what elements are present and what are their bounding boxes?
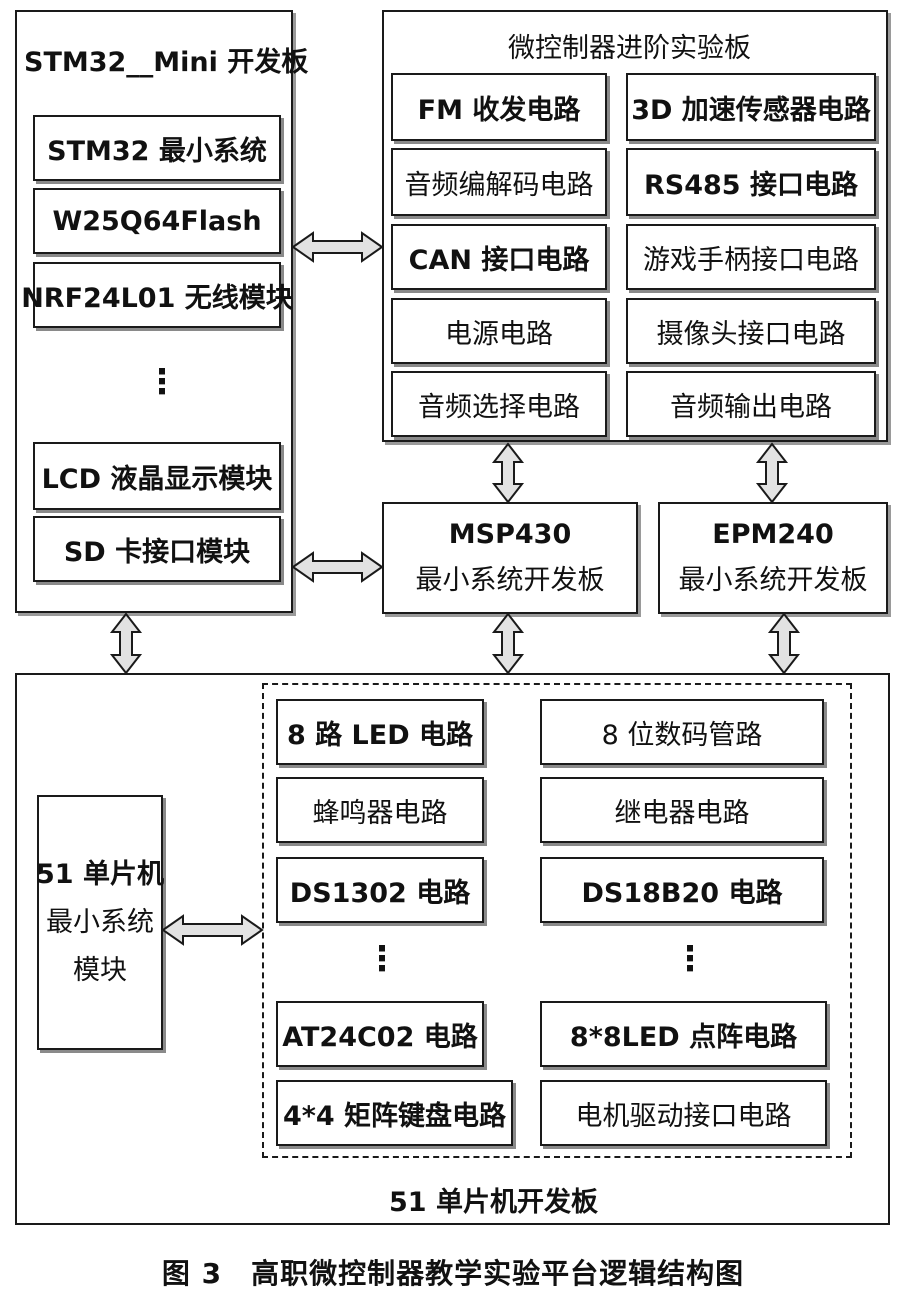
stm32-board-title: STM32__Mini 开发板 — [24, 47, 309, 78]
msp430-title: MSP430 — [448, 519, 572, 550]
figure-caption: 图 3 高职微控制器教学实验平台逻辑结构图 — [161, 1257, 745, 1290]
buzzer-module: 蜂鸣器电路 — [276, 777, 484, 843]
msp430-board — [382, 502, 638, 614]
mcu51-core-module: 51 单片机 最小系统 模块 — [36, 795, 164, 1050]
arrow-advanced-epm240 — [755, 442, 789, 504]
can-interface-module: CAN 接口电路 — [391, 224, 607, 290]
epm240-board — [658, 502, 888, 614]
arrow-stm32-mcu51 — [109, 612, 143, 675]
arrow-epm240-mcu51 — [767, 612, 801, 675]
arrow-core-peripherals — [161, 914, 264, 946]
mcu51-core-line1: 51 单片机 — [36, 858, 164, 890]
w25q64-flash-module: W25Q64Flash — [33, 188, 281, 254]
nrf24l01-module: NRF24L01 无线模块 — [21, 262, 293, 328]
sd-card-module: SD 卡接口模块 — [33, 516, 281, 582]
at24c02-module: AT24C02 电路 — [276, 1001, 484, 1067]
msp430-board-label: MSP430 最小系统开发板 — [382, 502, 638, 614]
relay-module: 继电器电路 — [540, 777, 824, 843]
camera-interface-module: 摄像头接口电路 — [626, 298, 876, 364]
epm240-board-label: EPM240 最小系统开发板 — [658, 502, 888, 614]
arrow-msp430-mcu51 — [491, 612, 525, 675]
epm240-title: EPM240 — [712, 519, 834, 550]
ds18b20-module: DS18B20 电路 — [540, 857, 824, 923]
arrow-advanced-msp430 — [491, 442, 525, 504]
3d-accelerometer-module: 3D 加速传感器电路 — [626, 73, 876, 141]
lcd-module: LCD 液晶显示模块 — [33, 442, 281, 510]
led8-module: 8 路 LED 电路 — [276, 699, 484, 765]
epm240-subtitle: 最小系统开发板 — [678, 565, 868, 596]
audio-codec-module: 音频编解码电路 — [391, 148, 607, 216]
arrow-stm32-msp430 — [291, 551, 384, 583]
mcu51-board-title: 51 单片机开发板 — [389, 1187, 598, 1218]
mcu51-core-line2: 最小系统 — [46, 906, 154, 938]
msp430-subtitle: 最小系统开发板 — [415, 565, 605, 596]
stm32-min-system-module: STM32 最小系统 — [33, 115, 281, 181]
arrow-stm32-advanced — [291, 231, 384, 263]
audio-select-module: 音频选择电路 — [391, 371, 607, 437]
ds1302-module: DS1302 电路 — [276, 857, 484, 923]
mcu51-peripheral-group — [262, 683, 852, 1158]
fm-transceiver-module: FM 收发电路 — [391, 73, 607, 141]
advanced-board-title: 微控制器进阶实验板 — [508, 33, 751, 64]
keypad-module: 4*4 矩阵键盘电路 — [276, 1080, 513, 1146]
rs485-interface-module: RS485 接口电路 — [626, 148, 876, 216]
power-module: 电源电路 — [391, 298, 607, 364]
seg7-module: 8 位数码管路 — [540, 699, 824, 765]
audio-output-module: 音频输出电路 — [626, 371, 876, 437]
mcu51-core-line3: 模块 — [73, 954, 127, 986]
led-matrix-module: 8*8LED 点阵电路 — [540, 1001, 827, 1067]
motor-driver-module: 电机驱动接口电路 — [540, 1080, 827, 1146]
gamepad-interface-module: 游戏手柄接口电路 — [626, 224, 876, 290]
